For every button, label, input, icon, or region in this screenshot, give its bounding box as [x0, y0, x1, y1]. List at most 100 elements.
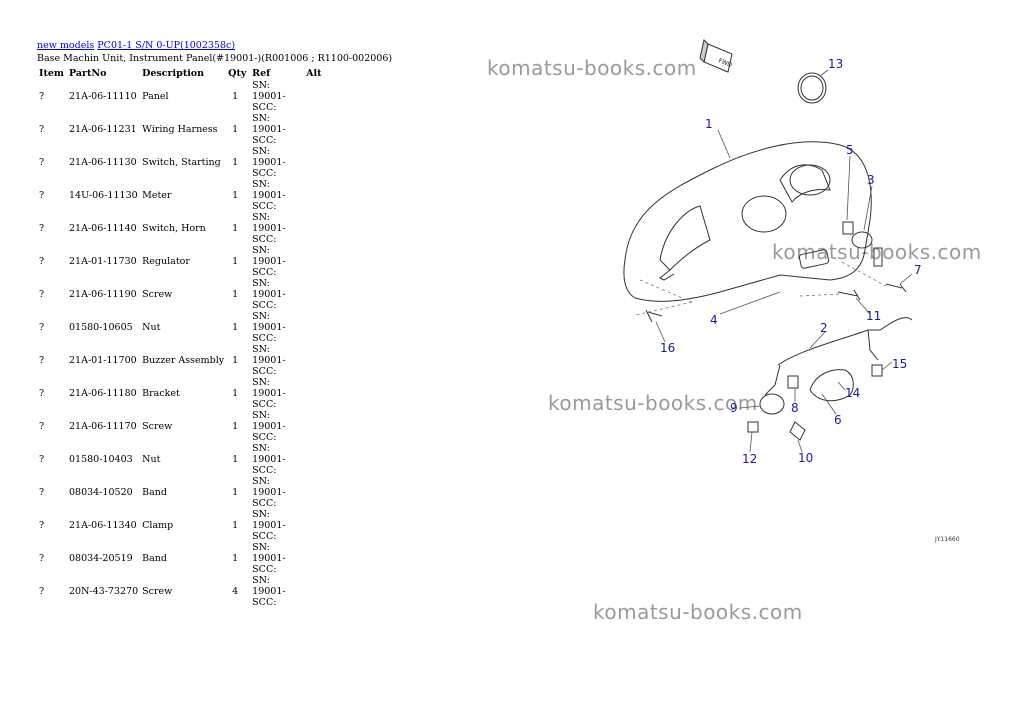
cell-qty: 4	[232, 586, 239, 597]
cell-item: ?	[39, 553, 45, 564]
cell-description: Clamp	[142, 520, 174, 531]
cell-description: Buzzer Assembly	[142, 355, 225, 366]
cell-partno: 21A-01-11700	[69, 355, 137, 366]
cell-description: Band	[142, 553, 167, 564]
cell-ref: SN: 19001-SCC:	[252, 443, 286, 476]
cell-item: ?	[39, 454, 45, 465]
callout-13: 13	[828, 57, 843, 71]
callout-8: 8	[791, 401, 799, 415]
exploded-parts-diagram: 1 2 3 4 5 6 7 8 9 10 11 12 13 14 15 16 F…	[623, 39, 922, 466]
cell-description: Band	[142, 487, 167, 498]
cell-ref: SN: 19001-SCC:	[252, 377, 286, 410]
cell-partno: 20N-43-73270	[69, 586, 139, 597]
band-ring	[797, 72, 827, 104]
cell-qty: 1	[232, 520, 239, 531]
cell-ref: SN: 19001-SCC:	[252, 542, 286, 575]
cell-partno: 21A-01-11730	[69, 256, 137, 267]
cell-ref: SN: 19001-SCC:	[252, 575, 286, 608]
cell-ref: SN: 19001-SCC:	[252, 80, 286, 113]
cell-partno: 21A-06-11170	[69, 421, 137, 432]
cell-description: Meter	[142, 190, 172, 201]
cell-alt	[304, 113, 328, 146]
breadcrumb-link-model[interactable]: PC01-1 S/N 0-UP(1002358c)	[97, 40, 236, 51]
table-row: ? 21A-01-11700 Buzzer Assembly 1 SN: 19001-S…	[37, 344, 328, 377]
cell-alt	[304, 311, 328, 344]
cell-alt	[304, 212, 328, 245]
cell-ref: SN: 19001-SCC:	[252, 179, 286, 212]
cell-partno: 08034-10520	[69, 487, 133, 498]
cell-item: ?	[39, 421, 45, 432]
cell-description: Wiring Harness	[142, 124, 218, 135]
header-item: Item	[39, 67, 64, 79]
cell-ref: SN: 19001-SCC:	[252, 245, 286, 278]
cell-partno: 21A-06-11231	[69, 124, 137, 135]
cell-alt	[304, 278, 328, 311]
cell-partno: 21A-06-11140	[69, 223, 137, 234]
cell-item: ?	[39, 388, 45, 399]
cell-qty: 1	[232, 223, 239, 234]
table-row: ? 21A-01-11730 Regulator 1 SN: 19001-SCC:	[37, 245, 328, 278]
cell-item: ?	[39, 520, 45, 531]
nut	[747, 421, 759, 433]
cell-qty: 1	[232, 256, 239, 267]
callout-7: 7	[914, 263, 922, 277]
cell-partno: 01580-10403	[69, 454, 133, 465]
cell-item: ?	[39, 256, 45, 267]
cell-qty: 1	[232, 355, 239, 366]
cell-ref: SN: 19001-SCC:	[252, 113, 286, 146]
cell-item: ?	[39, 190, 45, 201]
fwd-arrow-icon	[699, 39, 733, 73]
cell-item: ?	[39, 91, 45, 102]
cell-item: ?	[39, 487, 45, 498]
cell-ref: SN: 19001-SCC:	[252, 344, 286, 377]
callout-1: 1	[705, 117, 713, 131]
cell-description: Panel	[142, 91, 169, 102]
callout-6: 6	[834, 413, 842, 427]
cell-qty: 1	[232, 91, 239, 102]
callout-3: 3	[867, 173, 875, 187]
key	[873, 247, 883, 267]
cell-qty: 1	[232, 388, 239, 399]
cell-qty: 1	[232, 289, 239, 300]
callout-9: 9	[730, 401, 738, 415]
breadcrumb-link-new-models[interactable]: new models	[37, 40, 95, 51]
cell-alt	[304, 575, 328, 608]
cell-item: ?	[39, 355, 45, 366]
cell-alt	[304, 344, 328, 377]
cell-description: Nut	[142, 322, 161, 333]
header-alt: Alt	[306, 67, 322, 79]
cell-ref: SN: 19001-SCC:	[252, 410, 286, 443]
cell-alt	[304, 245, 328, 278]
cell-item: ?	[39, 157, 45, 168]
cell-partno: 08034-20519	[69, 553, 133, 564]
cell-ref: SN: 19001-SCC:	[252, 212, 286, 245]
cell-ref: SN: 19001-SCC:	[252, 476, 286, 509]
watermark: komatsu-books.com	[548, 391, 758, 415]
screw	[885, 283, 907, 293]
cell-description: Nut	[142, 454, 161, 465]
cell-description: Screw	[142, 289, 173, 300]
cell-qty: 1	[232, 157, 239, 168]
callout-4: 4	[710, 313, 718, 327]
cell-description: Regulator	[142, 256, 190, 267]
bracket	[789, 421, 806, 441]
cell-alt	[304, 179, 328, 212]
header-qty: Qty	[228, 67, 247, 79]
cell-ref: SN: 19001-SCC:	[252, 146, 286, 179]
cell-partno: 21A-06-11130	[69, 157, 137, 168]
panel-housing	[623, 141, 872, 302]
callout-14: 14	[845, 386, 860, 400]
cell-item: ?	[39, 586, 45, 597]
cell-alt	[304, 377, 328, 410]
header-ref: Ref	[252, 67, 271, 79]
